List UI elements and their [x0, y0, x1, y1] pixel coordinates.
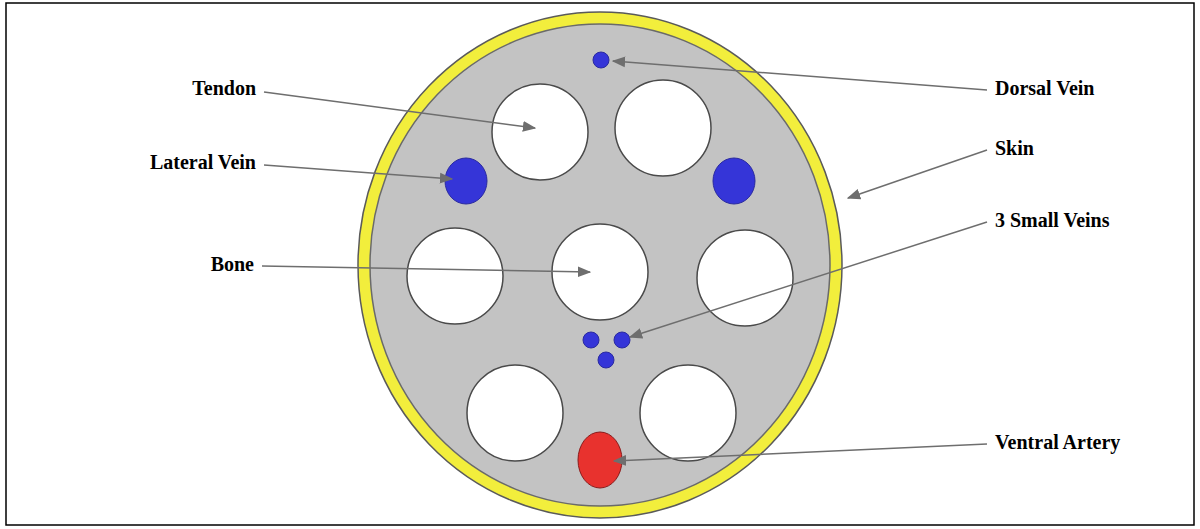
leader-line — [262, 266, 590, 272]
tendon-circle — [615, 80, 711, 176]
leader-line — [848, 150, 987, 198]
part-label: 3 Small Veins — [995, 208, 1109, 232]
dorsal-vein — [593, 52, 609, 68]
ventral-artery — [578, 432, 622, 488]
part-label: Bone — [211, 252, 254, 276]
part-label: Dorsal Vein — [995, 76, 1094, 100]
frame — [6, 3, 1194, 525]
tendon-circle — [407, 228, 503, 324]
skin-ring — [358, 12, 842, 518]
tendons — [407, 80, 793, 461]
tendon-circle — [492, 84, 588, 180]
small-vein — [614, 332, 630, 348]
part-label: Lateral Vein — [150, 150, 256, 174]
veins — [445, 52, 755, 368]
leader-line — [264, 92, 535, 128]
small-vein — [598, 352, 614, 368]
small-vein — [583, 332, 599, 348]
part-label: Ventral Artery — [995, 430, 1120, 454]
leader-line — [614, 444, 987, 461]
tissue — [370, 24, 830, 506]
lateral-vein — [445, 158, 487, 204]
leader-lines — [262, 61, 987, 461]
part-label: Skin — [995, 136, 1034, 160]
tendon-circle — [697, 230, 793, 326]
tendon-circle — [467, 365, 563, 461]
leader-line — [264, 165, 452, 179]
lateral-vein — [713, 158, 755, 204]
part-label: Tendon — [192, 76, 256, 100]
leader-line — [613, 61, 987, 90]
tendon-circle — [640, 365, 736, 461]
leader-line — [630, 222, 987, 337]
